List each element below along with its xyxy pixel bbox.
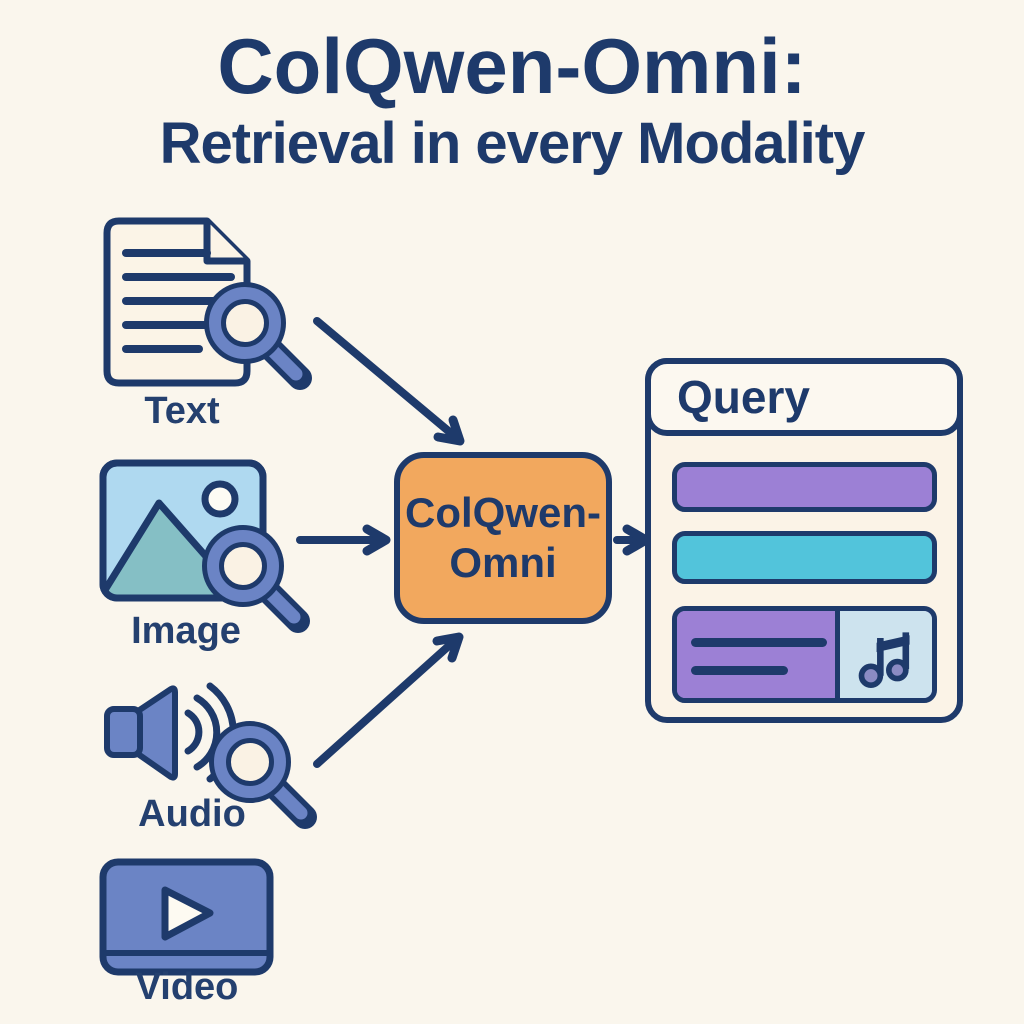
title-line2: Retrieval in every Modality [159,110,866,176]
result-bar-purple [672,462,937,512]
audio-search-icon [104,682,325,834]
modality-label-audio: Audio [138,793,246,835]
model-label-line1: ColQwen- [405,489,601,537]
snippet-line [691,638,827,647]
arrow-audio-to-model [313,632,464,768]
audio-result-text-snippet [677,611,840,698]
query-header: Query [645,358,963,436]
arrow-model-to-query [613,524,651,556]
speaker-icon [135,685,178,781]
audio-result-accessory [840,611,932,698]
result-bar-audio [672,606,937,703]
query-title: Query [677,371,810,423]
magnifier-icon [213,536,298,621]
modality-label-text: Text [144,390,220,432]
video-player-icon [99,858,274,976]
music-note-icon [858,631,910,688]
model-label-line2: Omni [449,539,557,586]
title-line1: ColQwen-Omni: [217,22,807,110]
modality-label-video: Video [135,966,239,1008]
sun-icon [201,480,239,518]
modality-label-image: Image [131,610,241,652]
play-icon [161,886,214,941]
document-search-icon [103,217,315,398]
image-search-icon [99,459,315,633]
snippet-line [691,666,788,675]
arrow-image-to-model [296,524,391,556]
model-node: ColQwen- Omni [394,452,612,624]
page-title: ColQwen-Omni: Retrieval in every Modalit… [0,22,1024,176]
result-bar-teal [672,531,937,584]
arrow-text-to-model [313,317,465,446]
